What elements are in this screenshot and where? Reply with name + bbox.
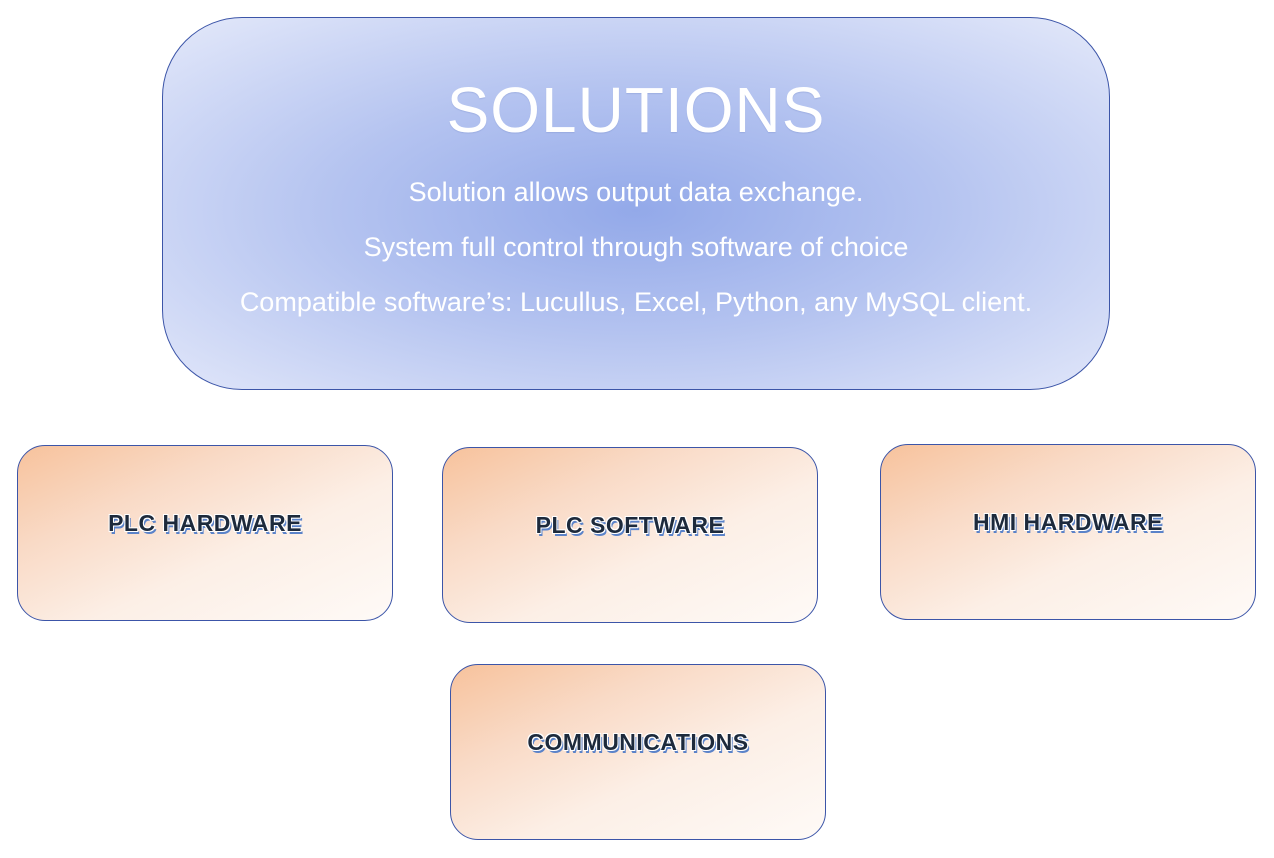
hmi-hardware-label: HMI HARDWARE bbox=[973, 509, 1163, 535]
solutions-box: SOLUTIONS Solution allows output data ex… bbox=[162, 17, 1110, 390]
communications-box: COMMUNICATIONS bbox=[450, 664, 826, 840]
solutions-line-compatible-software: Compatible software’s: Lucullus, Excel, … bbox=[239, 287, 1033, 317]
plc-software-box: PLC SOFTWARE bbox=[442, 447, 818, 623]
communications-label: COMMUNICATIONS bbox=[527, 729, 749, 755]
plc-software-label: PLC SOFTWARE bbox=[535, 512, 725, 538]
plc-hardware-box: PLC HARDWARE bbox=[17, 445, 393, 621]
solutions-title: SOLUTIONS bbox=[446, 74, 826, 146]
solutions-line-full-control: System full control through software of … bbox=[363, 232, 909, 262]
solutions-line-data-exchange: Solution allows output data exchange. bbox=[408, 177, 864, 207]
plc-hardware-label: PLC HARDWARE bbox=[108, 510, 302, 536]
hmi-hardware-box: HMI HARDWARE bbox=[880, 444, 1256, 620]
